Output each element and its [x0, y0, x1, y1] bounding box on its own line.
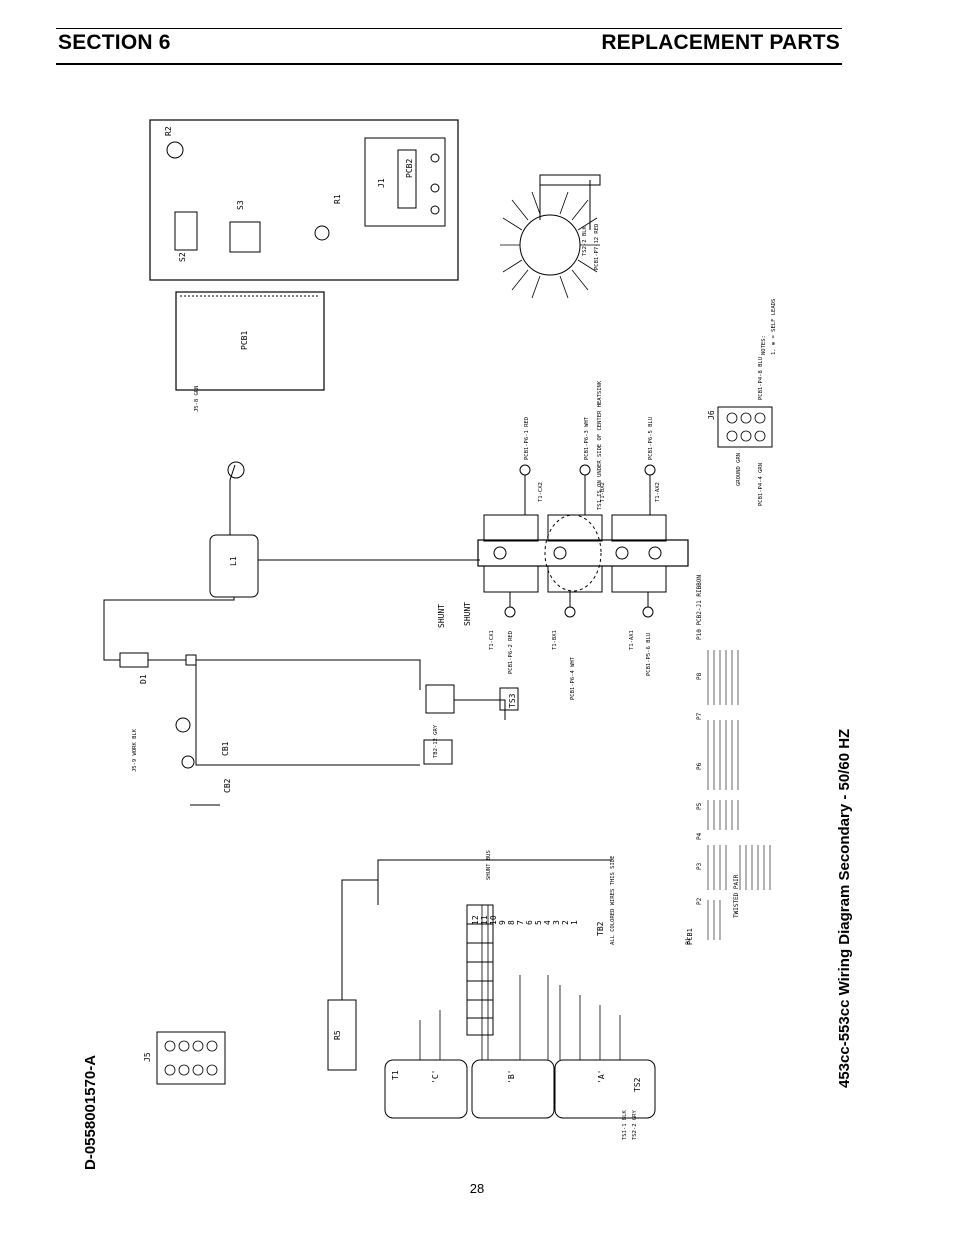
wire-j5-8: J5-8 GRN	[194, 386, 200, 413]
tb2-terminal: 5	[534, 920, 543, 925]
tb2-terminal: 8	[507, 920, 516, 925]
wire-t1-ax1: T1-AX1	[629, 630, 635, 650]
conn-p2: P2	[696, 897, 703, 905]
label-r2: R2	[164, 126, 173, 136]
wire-ts2-2-gry: TS2-2 GRY	[632, 1110, 638, 1140]
label-j5: J5	[143, 1052, 152, 1062]
tb2-terminal: 6	[525, 920, 534, 925]
wire-t1-cx1: T1-CX1	[489, 630, 495, 650]
tb2-terminal: 10	[489, 915, 498, 925]
label-cb1: CB1	[221, 741, 230, 756]
note-1: 1. ⊗ = SELF LEADS	[771, 299, 777, 355]
label-s2: S2	[178, 252, 187, 262]
tb2-terminal: 2	[561, 920, 570, 925]
wire-t1-bx1: T1-BX1	[552, 630, 558, 650]
label-l1: L1	[229, 556, 238, 566]
wire-pcb1-p6-2: PCB1-P6-2 RED	[508, 631, 514, 674]
conn-p7: P7	[696, 712, 703, 720]
section-label: SECTION 6	[58, 31, 171, 54]
tb2-terminal: 11	[480, 915, 489, 925]
label-cb2: CB2	[223, 778, 232, 793]
document-number: D-0558001570-A	[82, 1054, 99, 1170]
conn-p4: P4	[696, 832, 703, 840]
conn-p6: P6	[696, 762, 703, 770]
section-header: SECTION 6 REPLACEMENT PARTS	[56, 28, 842, 65]
wire-pcb1-p6-1: PCB1-P6-1 RED	[524, 417, 530, 460]
wire-ts2-2-blk: TS2-2 BLK	[582, 226, 588, 256]
label-b: 'B'	[507, 1070, 516, 1084]
label-pcb1: PCB1	[240, 331, 249, 350]
label-r5: R5	[333, 1030, 342, 1040]
wire-pcb1-p4-4: PCB1-P4-4 GRN	[758, 463, 764, 506]
label-t1: T1	[391, 1070, 400, 1080]
label-j6: J6	[707, 410, 716, 420]
tb2-terminal: 9	[498, 920, 507, 925]
label-j1: J1	[377, 178, 386, 188]
wire-t1-bx2: T1-BX2	[600, 482, 606, 502]
diagram-title: 453cc-553cc Wiring Diagram Secondary - 5…	[836, 728, 853, 1088]
wire-t1-cx2: T1-CX2	[538, 482, 544, 502]
wire-pcb1-p6-4: PCB1-P6-4 WHT	[570, 656, 576, 700]
wire-tb2-12: TB2-12 GRY	[433, 724, 439, 758]
wire-ts1-1: TS1-1 BLK	[622, 1110, 628, 1140]
conn-p5: P5	[696, 802, 703, 810]
label-pcb2: PCB2	[405, 159, 414, 178]
label-ts2: TS2	[633, 1077, 642, 1092]
wire-t1-ax2: T1-AX2	[655, 482, 661, 502]
note-colored-wires: ALL COLORED WIRES THIS SIDE	[610, 856, 616, 945]
page-number: 28	[469, 1181, 485, 1196]
label-shunt-1: SHUNT	[437, 604, 446, 628]
wire-ground-grn: GROUND GRN	[736, 453, 742, 486]
label-c: 'C'	[431, 1070, 440, 1084]
tb2-terminal: 1	[570, 920, 579, 925]
conn-p10: P10 PCB2-J1 RIBBON	[696, 575, 703, 640]
wire-pcb1-p6-5: PCB1-P6-5 BLU	[648, 417, 654, 460]
wire-pcb1-p5-6: PCB1-P5-6 BLU	[646, 633, 652, 676]
label-shunt-2: SHUNT	[463, 602, 472, 626]
conn-p8: P8	[696, 672, 703, 680]
wire-pcb1-p7-12: PCB1-P7-12 RED	[594, 224, 600, 270]
wire-pcb1-p6-3: PCB1-P6-3 WHT	[584, 416, 590, 460]
label-d1: D1	[139, 674, 148, 684]
wire-j5-9: J5-9 WORK BLK	[132, 728, 138, 772]
tb2-terminal: 7	[516, 920, 525, 925]
section-title: REPLACEMENT PARTS	[601, 31, 840, 54]
conn-p3: P3	[696, 862, 703, 870]
tb2-terminal: 3	[552, 920, 561, 925]
label-r1: R1	[333, 194, 342, 204]
conn-p1: P1	[685, 937, 692, 945]
label-s3: S3	[236, 200, 245, 210]
label-tb2: TB2	[596, 921, 605, 936]
label-ts3: TS3	[508, 693, 517, 708]
tb2-terminal: 4	[543, 920, 552, 925]
label-a: 'A'	[597, 1070, 606, 1084]
conn-twisted-pair: TWISTED PAIR	[733, 874, 740, 918]
label-pcb1-table: PCB1	[686, 928, 694, 945]
note-ts1: TS1 IS ON UNDER SIDE OF CENTER HEATSINK	[597, 380, 603, 510]
tb2-terminal: 12	[471, 915, 480, 925]
note-label: NOTES:	[761, 335, 767, 355]
wire-pcb1-p4-8: PCB1-P4-8 BLU	[758, 357, 764, 400]
note-shunt-bus: SHUNT BUS	[486, 850, 492, 880]
